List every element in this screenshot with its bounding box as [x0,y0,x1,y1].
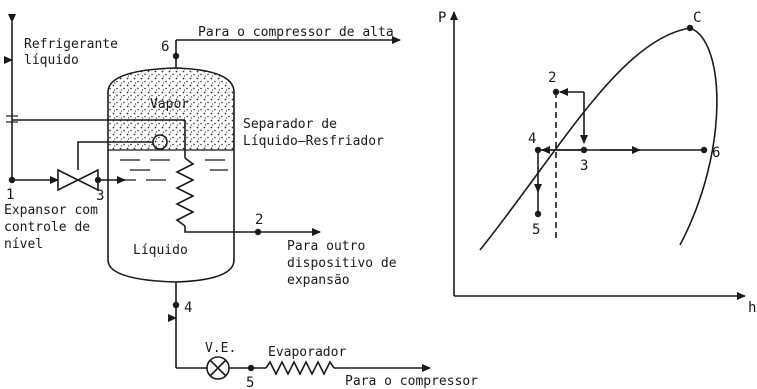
top-outlet-line [172,36,401,68]
point-1-label: 1 [6,187,14,203]
inlet-pipe [6,14,185,184]
evaporator-label: Evaporador [268,345,346,360]
float-control [57,134,168,192]
point-3-dot [94,176,102,184]
ph-point-6-label: 6 [712,145,720,161]
point-5-dot [247,364,255,372]
separator-vessel [107,67,235,283]
point-5-label: 5 [246,375,254,389]
side-outlet-label-line1: Para outro [287,239,365,254]
ph-point-4-dot [534,146,542,154]
ph-point-2-dot [552,88,560,96]
ph-point-3-label: 3 [580,158,588,174]
ph-point-6-dot [700,146,708,154]
valve-left-triangle [57,168,80,192]
cooling-coil [175,120,321,236]
separator-schematic: Refrigerante líquido Vapor Líquido Separ… [4,14,478,389]
point-3-label: 3 [96,188,104,204]
valve-label: V.E. [205,341,236,356]
critical-point-label: C [693,10,701,26]
h-axis-label: h [748,300,756,316]
point-1-dot [8,176,16,184]
vessel-shell [107,67,235,283]
ph-point-3-dot [580,146,588,154]
point-6-dot [172,52,180,60]
ph-point-5-label: 5 [532,222,540,238]
side-outlet-label-line3: expansão [287,273,350,288]
separator-label-line2: Líquido–Resfriador [243,134,384,149]
point-6-label: 6 [161,39,169,55]
evaporator-coil [265,360,335,376]
bottom-outlet-line [172,282,431,380]
point-2-dot [254,228,262,236]
float-linkage [77,141,153,170]
vapor-region [108,68,234,150]
pressure-enthalpy-diagram: P h C 2 3 4 5 6 [438,10,756,316]
point-4-label: 4 [184,300,192,316]
saturation-dome [479,27,718,251]
vapor-label: Vapor [150,97,189,112]
side-outlet-label-line2: dispositivo de [287,256,397,271]
ph-point-2-label: 2 [548,70,556,86]
p-axis-label: P [438,10,446,26]
point-2-label: 2 [255,212,263,228]
inlet-label-line2: líquido [24,53,79,68]
ph-point-4-label: 4 [528,131,536,147]
critical-point-dot [686,24,694,32]
liquid-surface-dashes [116,159,228,181]
bottom-outlet-label: Para o compressor [345,374,478,389]
top-outlet-label: Para o compressor de alta [198,25,394,40]
point-4-dot [172,301,180,309]
expander-label-line3: nível [4,237,43,252]
ph-point-5-dot [534,210,542,218]
expander-label-line2: controle de [4,220,90,235]
liquid-label: Líquido [133,243,188,258]
separator-label-line1: Separador de [243,117,337,132]
inlet-label-line1: Refrigerante [24,37,118,52]
expander-label-line1: Expansor com [4,203,98,218]
